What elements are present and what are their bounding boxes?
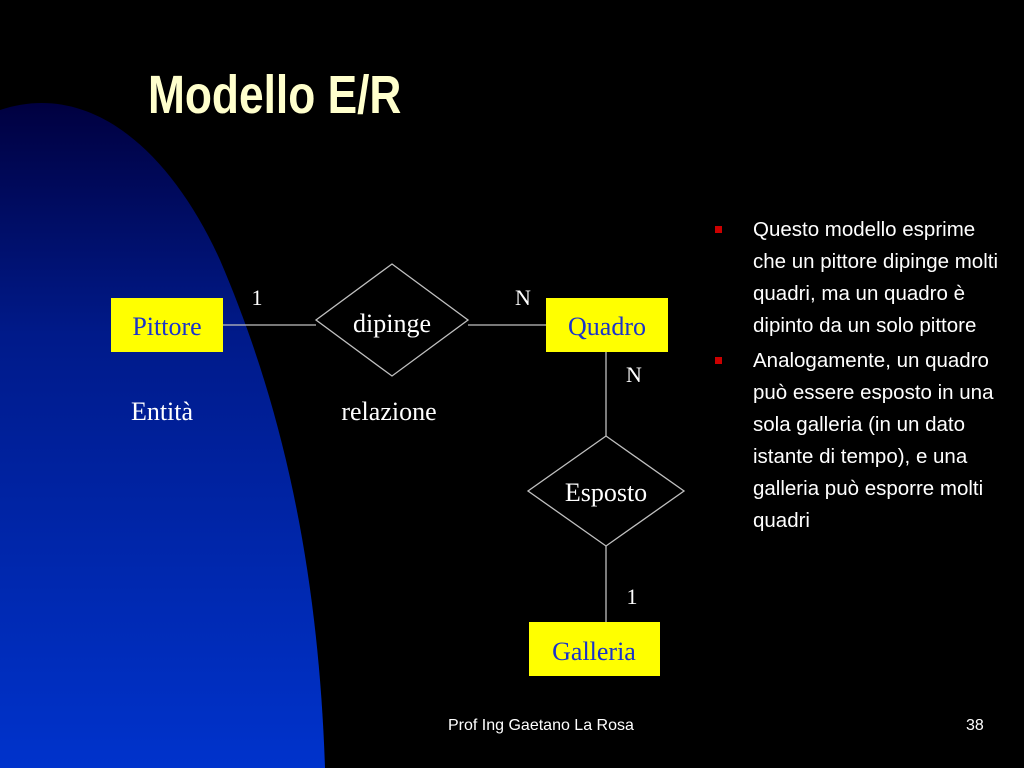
caption-relationship: relazione: [341, 397, 436, 426]
caption-entity: Entità: [131, 397, 194, 426]
slide-title: Modello E/R: [148, 65, 402, 125]
cardinality-dipinge-quadro: N: [515, 285, 531, 310]
bullet-item: Questo modello esprime che un pittore di…: [712, 214, 1012, 342]
relationship-esposto-label: Esposto: [565, 478, 647, 507]
entity-galleria: Galleria: [529, 622, 660, 676]
bullet-list: Questo modello esprime che un pittore di…: [712, 214, 1012, 540]
bullet-text: Questo modello esprime che un pittore di…: [753, 218, 999, 337]
bullet-text: Analogamente, un quadro può essere espos…: [753, 349, 994, 532]
bullet-item: Analogamente, un quadro può essere espos…: [712, 345, 1012, 537]
entity-galleria-label: Galleria: [552, 637, 636, 666]
cardinality-esposto-galleria: 1: [627, 584, 638, 609]
relationship-dipinge: dipinge: [314, 263, 470, 377]
entity-pittore-label: Pittore: [132, 312, 201, 341]
relationship-esposto: Esposto: [526, 435, 686, 547]
entity-pittore: Pittore: [111, 298, 223, 352]
cardinality-quadro-esposto: N: [626, 362, 642, 387]
square-bullet-icon: [715, 357, 722, 364]
relationship-dipinge-label: dipinge: [353, 309, 431, 338]
entity-quadro: Quadro: [546, 298, 668, 352]
entity-quadro-label: Quadro: [568, 312, 646, 341]
footer-author: Prof Ing Gaetano La Rosa: [448, 717, 634, 734]
cardinality-pittore-dipinge: 1: [252, 285, 263, 310]
page-number: 38: [966, 717, 984, 734]
square-bullet-icon: [715, 226, 722, 233]
